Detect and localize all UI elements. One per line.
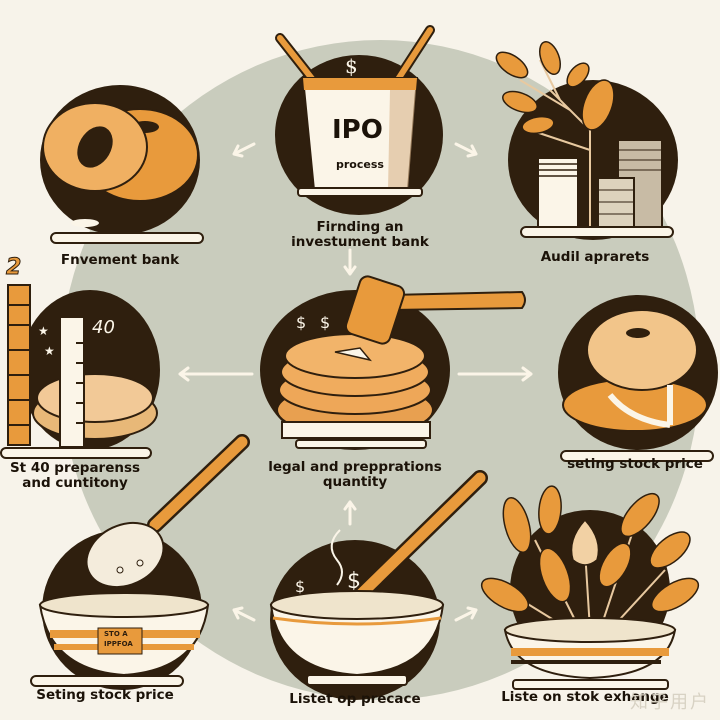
node-label: seting stock price	[567, 456, 703, 472]
cup-with-sticks-icon	[275, 25, 435, 197]
arrow-up-right-icon	[454, 606, 478, 622]
svg-text:$: $	[320, 313, 330, 332]
bowl-tag-line2: IPPFOA	[104, 640, 133, 648]
node-label: legal and prepprations quantity	[268, 459, 442, 490]
arrow-up-icon	[343, 500, 357, 526]
node-label: Liste on stok exhange	[501, 689, 669, 705]
ruler-bagel-icon: ★ ★	[7, 284, 158, 448]
plant-and-coins-icon	[495, 40, 663, 230]
bagels-icon	[42, 102, 199, 227]
node-setting-stock-price: seting stock price	[550, 285, 720, 485]
node-label: Firnding an investument bank	[291, 219, 429, 250]
corner-number: 2	[5, 255, 22, 281]
svg-text:★: ★	[38, 324, 49, 338]
svg-text:$: $	[295, 577, 305, 596]
bowl-tag-line1: STO A	[104, 630, 128, 638]
arrow-left-icon	[178, 366, 254, 382]
node-investment-bank: Fnvement bank	[30, 85, 210, 268]
spoon-bowl-icon	[38, 434, 250, 677]
node-label: Fnvement bank	[60, 252, 180, 268]
node-label: Listet op precace	[289, 691, 421, 707]
cup-subtitle: process	[336, 158, 384, 171]
node-setting-stock-price-2: STO A IPPFOA Seting stock price	[30, 430, 260, 720]
node-label: St 40 preparenss and cuntitony	[9, 460, 141, 491]
node-finding-investment-bank: $ IPO process Firnding an investument ba…	[270, 20, 450, 250]
bagel-arrow-icon	[562, 309, 708, 432]
arrow-down-right-icon	[454, 142, 478, 158]
leaf-bowl-icon	[480, 485, 700, 690]
cup-title: IPO	[332, 115, 383, 145]
node-legal-preparations: $ $ legal and prepprations quantity	[260, 260, 530, 500]
ruler-number: 40	[92, 317, 115, 338]
mixing-bowl-icon: $ $	[269, 470, 488, 686]
node-listing-preparation: $ $ Listet op precace	[265, 470, 495, 720]
node-label: Audil aprarets	[540, 249, 650, 265]
arrow-down-icon	[343, 248, 357, 276]
arrow-right-icon	[457, 366, 533, 382]
node-preparation: 2 ★ ★ 40 St 40 preparenss and cuntitony	[0, 255, 180, 495]
svg-text:★: ★	[44, 344, 55, 358]
dollar-icon: $	[345, 54, 358, 78]
gavel-pancakes-icon: $ $	[276, 275, 526, 449]
svg-text:$: $	[296, 313, 306, 332]
arrow-down-left-icon	[232, 142, 256, 158]
node-listing-exchange: Liste on stok exhange	[475, 480, 720, 720]
node-audit: Audil aprarets	[490, 40, 680, 270]
node-label: Seting stock price	[36, 687, 174, 703]
watermark: 知乎用户	[630, 692, 710, 713]
arrow-up-left-icon	[232, 606, 256, 622]
